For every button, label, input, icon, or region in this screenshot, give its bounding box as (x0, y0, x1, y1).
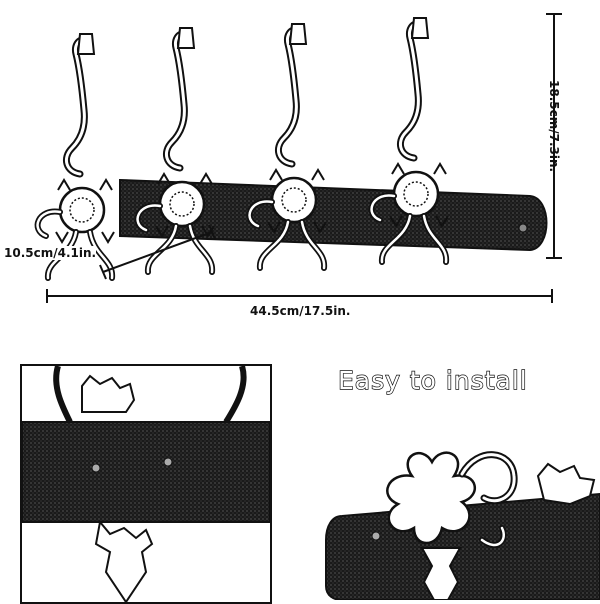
depth-dimension-label: 10.5cm/4.1in. (4, 246, 97, 260)
height-dimension-label: 18.5cm/7.3in. (547, 80, 561, 173)
width-dimension-label: 44.5cm/17.5in. (250, 304, 351, 318)
coat-rack-illustration (0, 13, 562, 303)
closeup-detail-panel (20, 364, 272, 604)
rack-back-plate (22, 421, 270, 523)
install-illustration (325, 451, 600, 600)
screw-icon (91, 463, 101, 473)
width-dimension-line (46, 289, 553, 303)
screw-icon (371, 531, 381, 541)
screw-icon (163, 457, 173, 467)
ornament-icon (94, 519, 154, 602)
install-headline: Easy to install (337, 365, 528, 395)
rack-back-plate (119, 178, 548, 252)
screw-icon (518, 223, 528, 233)
hook-icon (38, 34, 114, 278)
ornament-icon (386, 451, 477, 545)
install-detail-panel (302, 436, 600, 600)
height-dimension-line (546, 13, 562, 259)
closeup-illustration (22, 366, 270, 602)
depth-dimension-line (99, 224, 216, 280)
